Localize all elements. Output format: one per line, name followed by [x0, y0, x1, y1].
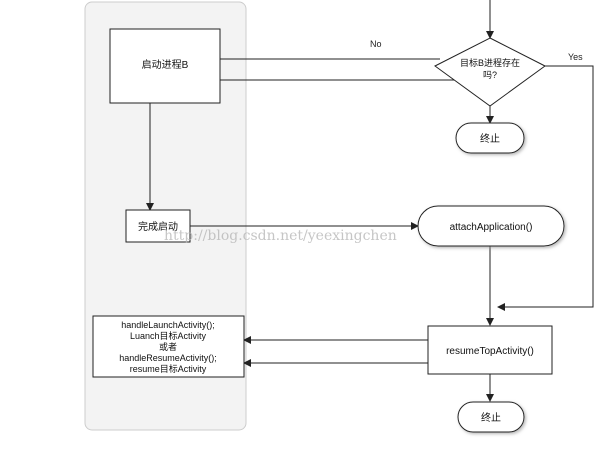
end-bottom-label: 终止: [481, 411, 501, 424]
handle-activity-box: [92, 315, 245, 378]
watermark-text: http://blog.csdn.net/yeexingchen: [164, 228, 397, 244]
start-process-b-box: [109, 28, 221, 104]
attach-application-label: attachApplication(): [450, 222, 533, 233]
end-top-label: 终止: [480, 132, 500, 145]
decision-diamond: [434, 37, 546, 107]
decision-label-line1: 目标B进程存在: [460, 57, 520, 68]
end-bottom-node: [457, 401, 525, 433]
complete-start-box: [125, 209, 191, 243]
resume-top-activity-box: [427, 325, 553, 375]
complete-start-label: 完成启动: [138, 220, 178, 233]
handle-label-line4: handleResumeActivity();: [119, 353, 217, 363]
attach-application-node: [417, 205, 565, 247]
end-top-node: [455, 122, 525, 154]
edge-yes-path: [497, 65, 594, 311]
handle-label-line5: resume目标Activity: [130, 363, 207, 374]
yes-label: Yes: [568, 52, 583, 62]
start-process-b-label: 启动进程B: [142, 58, 189, 71]
handle-label-line3: 或者: [159, 341, 177, 352]
edges: [146, 0, 594, 402]
handle-label-line2: Luanch目标Activity: [130, 330, 207, 341]
no-label: No: [370, 39, 382, 49]
decision-label-line2: 吗?: [483, 70, 497, 80]
handle-label-line1: handleLaunchActivity();: [121, 320, 215, 330]
resume-top-activity-label: resumeTopActivity(): [446, 346, 534, 357]
